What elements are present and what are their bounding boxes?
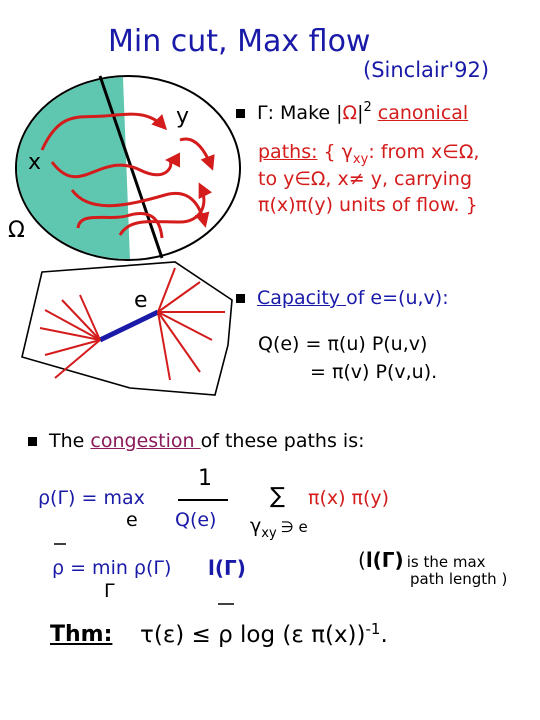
bullet-square-1 — [236, 109, 245, 118]
rhobar-def: ρ = min ρ(Γ) — [52, 557, 172, 579]
bullet-capacity: Capacity of e=(u,v): — [236, 287, 449, 309]
square-exp: 2 — [363, 100, 372, 115]
sum-subscript: γxy∋ e — [250, 515, 308, 541]
units-of-flow: π(x)π(y) units of flow. — [258, 194, 460, 216]
note: (l(Γ)is the max — [358, 548, 486, 572]
capacity-rest: of e=(u,v): — [346, 287, 449, 309]
flow-path-2 — [50, 152, 181, 179]
capacity-eq1: Q(e) = π(u) P(u,v) — [258, 333, 428, 355]
fraction-numerator: 1 — [198, 466, 212, 491]
flow-path-6 — [179, 137, 215, 171]
spokes-u — [39, 294, 101, 379]
min-subscript: Γ — [104, 580, 115, 602]
paths-word-2: paths — [283, 430, 337, 452]
flow-path-1 — [40, 112, 168, 151]
pixpy: π(x) π(y) — [308, 487, 390, 509]
bullet1-line3: to y∈Ω, x≠ y, carrying — [258, 168, 473, 190]
the-word: The — [49, 430, 91, 452]
theorem-body: τ(ε) ≤ ρ log (ε π(x))-1. — [140, 620, 388, 648]
note-open: ( — [358, 548, 366, 572]
bullet1-text-b: | — [357, 102, 364, 124]
label-y: y — [176, 104, 190, 129]
gamma-symbol: Γ — [257, 102, 268, 124]
note-ell: l(Γ) — [365, 548, 404, 572]
flow-path-5 — [118, 182, 213, 236]
edge-e — [98, 309, 160, 343]
sum-symbol: ∑ — [270, 484, 285, 509]
bullet1-text-a: : Make | — [267, 102, 343, 124]
sum-gamma: γ — [250, 515, 262, 537]
comma: , — [473, 141, 480, 163]
fraction-denominator: Q(e) — [175, 509, 217, 531]
brace-close: } — [459, 194, 478, 216]
bullet-square-3 — [28, 437, 37, 446]
label-x: x — [28, 150, 42, 175]
bullet-gamma: Γ: Make |Ω|2 canonical — [236, 100, 468, 124]
note-line-a: is the max — [406, 553, 486, 571]
is-word: is: — [336, 430, 365, 452]
bullet-square-2 — [236, 294, 245, 303]
xy-sub: xy — [352, 152, 369, 167]
paths-word: paths: — [258, 141, 318, 163]
flow-path-3 — [70, 189, 210, 228]
capacity-eq2: = π(v) P(v,u). — [310, 361, 438, 383]
omega-red: Ω — [342, 102, 358, 124]
bullet1-line2: paths: { γxy: from x∈Ω, — [258, 141, 479, 167]
theorem-text: τ(ε) ≤ ρ log (ε π(x)) — [140, 622, 366, 648]
citation: (Sinclair'92) — [363, 58, 490, 82]
bullet-congestion: The congestion of these paths is: — [28, 430, 365, 452]
max-subscript: e — [126, 509, 138, 531]
rho-gamma-max: ρ(Γ) = max — [38, 487, 145, 509]
note-line-b: path length ) — [410, 570, 508, 588]
capacity-word: Capacity — [257, 287, 347, 309]
congestion-word: congestion — [90, 430, 201, 452]
page-title: Min cut, Max flow — [108, 24, 371, 59]
from-x: : from x — [368, 141, 443, 163]
label-omega: Ω — [8, 218, 25, 243]
label-e: e — [134, 288, 148, 313]
elem-symbol: ∈ — [442, 141, 459, 163]
brace-open: { — [317, 141, 342, 163]
canonical-word: canonical — [377, 102, 469, 124]
omega-2: Ω — [458, 141, 474, 163]
ni-e: ∋ e — [280, 518, 308, 536]
sum-xy: xy — [261, 526, 277, 541]
bullet1-line4: π(x)π(y) units of flow. } — [258, 194, 478, 216]
gamma-xy: γ — [341, 141, 353, 163]
theorem-end: . — [380, 622, 388, 648]
ell-gamma: l(Γ) — [208, 556, 246, 580]
spokes-v — [157, 267, 225, 381]
theorem-label: Thm: — [50, 622, 113, 647]
of-these: of these — [200, 430, 284, 452]
theorem-exp: -1 — [365, 620, 381, 638]
